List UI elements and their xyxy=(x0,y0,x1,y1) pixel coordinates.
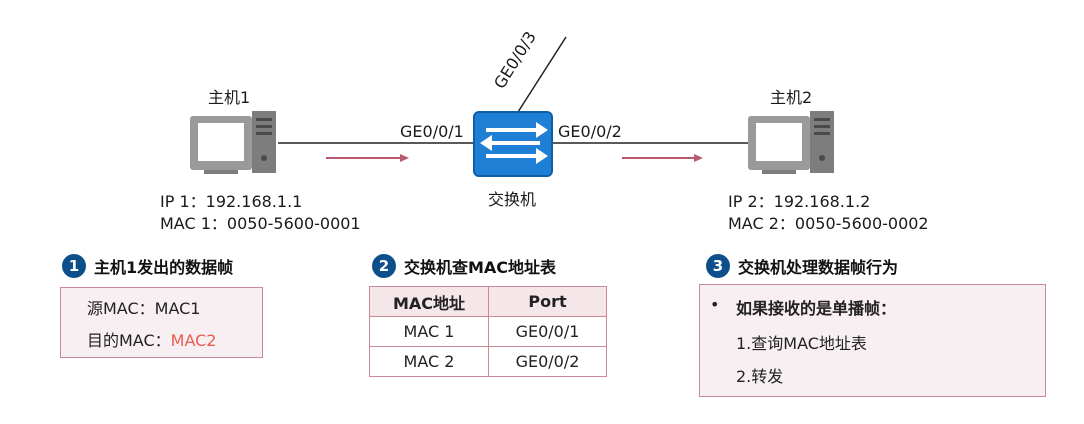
frame-destination-mac: 目的MAC：MAC2 xyxy=(87,327,216,351)
step1-title: 主机1发出的数据帧 xyxy=(94,258,234,277)
table-row: MAC 1 GE0/0/1 xyxy=(369,316,607,347)
switch-name: 交换机 xyxy=(488,190,537,209)
frame-destination-label: 目的MAC： xyxy=(87,331,171,350)
behavior-step-lookup: 1.查询MAC地址表 xyxy=(736,334,867,353)
step1-number-badge: 1 xyxy=(62,254,86,278)
table-header-row: MAC地址 Port xyxy=(369,286,607,317)
step3-number-badge: 3 xyxy=(706,254,730,278)
step3-behavior-box: • 如果接收的是单播帧： 1.查询MAC地址表 2.转发 xyxy=(699,284,1046,397)
host1-name: 主机1 xyxy=(208,88,251,107)
host2-name: 主机2 xyxy=(770,88,813,107)
table-cell-mac: MAC 2 xyxy=(369,346,489,377)
step1-frame-box: 源MAC：MAC1 目的MAC：MAC2 xyxy=(60,287,263,358)
port-label-ge001: GE0/0/1 xyxy=(400,122,464,141)
link-switch-ge003 xyxy=(517,36,567,113)
host1-computer-icon xyxy=(190,111,276,174)
unicast-heading: 如果接收的是单播帧： xyxy=(736,299,897,318)
step3-title: 交换机处理数据帧行为 xyxy=(738,258,899,277)
step2-number-badge: 2 xyxy=(372,254,396,278)
host2-computer-icon xyxy=(748,111,834,174)
mac-address-table: MAC地址 Port MAC 1 GE0/0/1 MAC 2 GE0/0/2 xyxy=(369,286,607,377)
table-header-port: Port xyxy=(488,286,607,317)
table-row: MAC 2 GE0/0/2 xyxy=(369,346,607,377)
host1-ip: IP 1：192.168.1.1 xyxy=(160,192,303,211)
host2-ip: IP 2：192.168.1.2 xyxy=(728,192,871,211)
host1-mac: MAC 1：0050-5600-0001 xyxy=(160,214,361,233)
table-cell-port: GE0/0/2 xyxy=(488,346,607,377)
frame-direction-arrow-right xyxy=(622,154,703,162)
table-cell-mac: MAC 1 xyxy=(369,316,489,347)
step2-heading: 2 交换机查MAC地址表 xyxy=(372,254,556,278)
table-cell-port: GE0/0/1 xyxy=(488,316,607,347)
behavior-step-forward: 2.转发 xyxy=(736,367,784,386)
bullet-icon: • xyxy=(710,295,720,314)
step3-heading: 3 交换机处理数据帧行为 xyxy=(706,254,898,278)
frame-source-mac: 源MAC：MAC1 xyxy=(87,299,201,318)
port-label-ge002: GE0/0/2 xyxy=(558,122,622,141)
frame-destination-value: MAC2 xyxy=(170,331,217,350)
table-header-mac: MAC地址 xyxy=(369,286,489,317)
switch-icon xyxy=(473,111,553,177)
host2-mac: MAC 2：0050-5600-0002 xyxy=(728,214,929,233)
step1-heading: 1 主机1发出的数据帧 xyxy=(62,254,233,278)
step2-title: 交换机查MAC地址表 xyxy=(404,258,557,277)
frame-direction-arrow-left xyxy=(326,154,409,162)
